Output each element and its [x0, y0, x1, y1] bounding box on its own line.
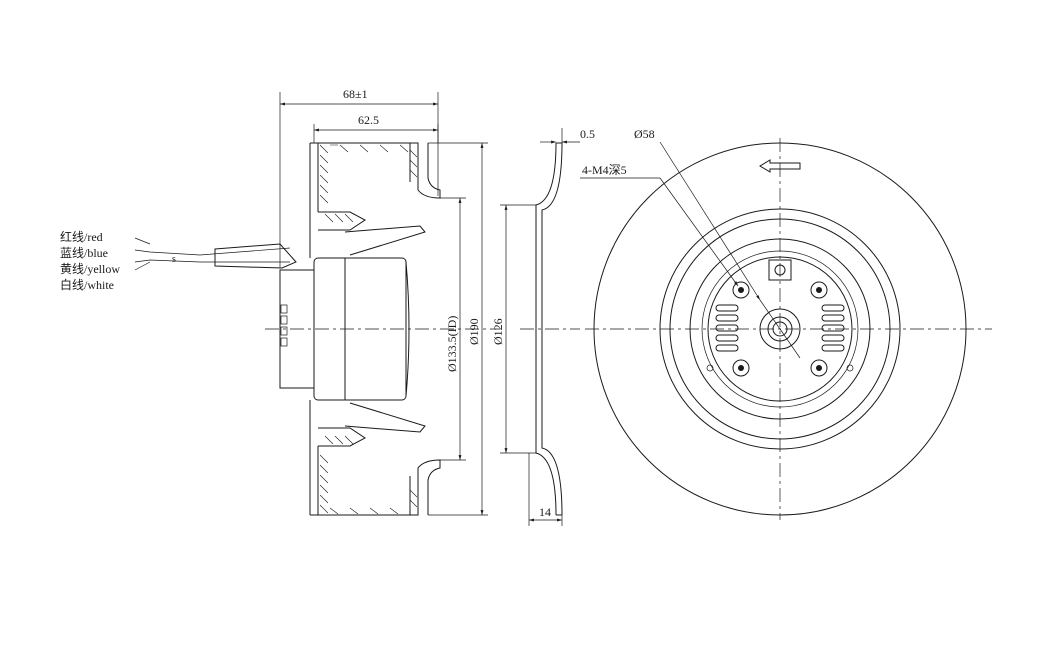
dim-ring-thickness: 0.5: [580, 127, 595, 141]
mount-holes: [732, 281, 828, 377]
outer-ring: [593, 142, 967, 516]
impeller-upper: [309, 142, 441, 258]
dim-mount-holes: 4-M4深5: [582, 163, 627, 177]
dim-inlet-diameter: Ø126: [491, 318, 505, 345]
dim-ring-depth: 14: [539, 505, 551, 519]
wire-blue-label: 蓝线/blue: [60, 246, 108, 260]
shaft: [772, 321, 788, 337]
svg-text:s: s: [172, 254, 176, 265]
vent-slots: [715, 304, 845, 352]
wire-labels: 红线/red 蓝线/blue 黄线/yellow 白线/white: [60, 229, 120, 292]
motor-cap: [279, 269, 315, 389]
impeller-lower: [309, 400, 441, 516]
rotation-arrow-icon: [759, 159, 801, 173]
dim-overall-height: 68±1: [343, 87, 368, 101]
wire-bundle: s: [134, 237, 297, 271]
side-view: s: [134, 87, 500, 516]
front-view: Ø58 4-M4深5: [580, 127, 992, 520]
inlet-ring-view: Ø126 0.5 14: [491, 127, 595, 526]
dim-impeller-height: 62.5: [358, 113, 379, 127]
dim-bolt-circle: Ø58: [634, 127, 655, 141]
dim-inner-diameter: Ø133.5(ID): [445, 316, 459, 372]
wire-white-label: 白线/white: [60, 277, 114, 292]
wire-red-label: 红线/red: [60, 229, 103, 244]
dim-outer-diameter: Ø190: [467, 318, 481, 345]
motor-face: [707, 256, 853, 402]
connector-box: [768, 259, 792, 281]
hub: [759, 308, 801, 350]
wire-yellow-label: 黄线/yellow: [60, 262, 120, 276]
